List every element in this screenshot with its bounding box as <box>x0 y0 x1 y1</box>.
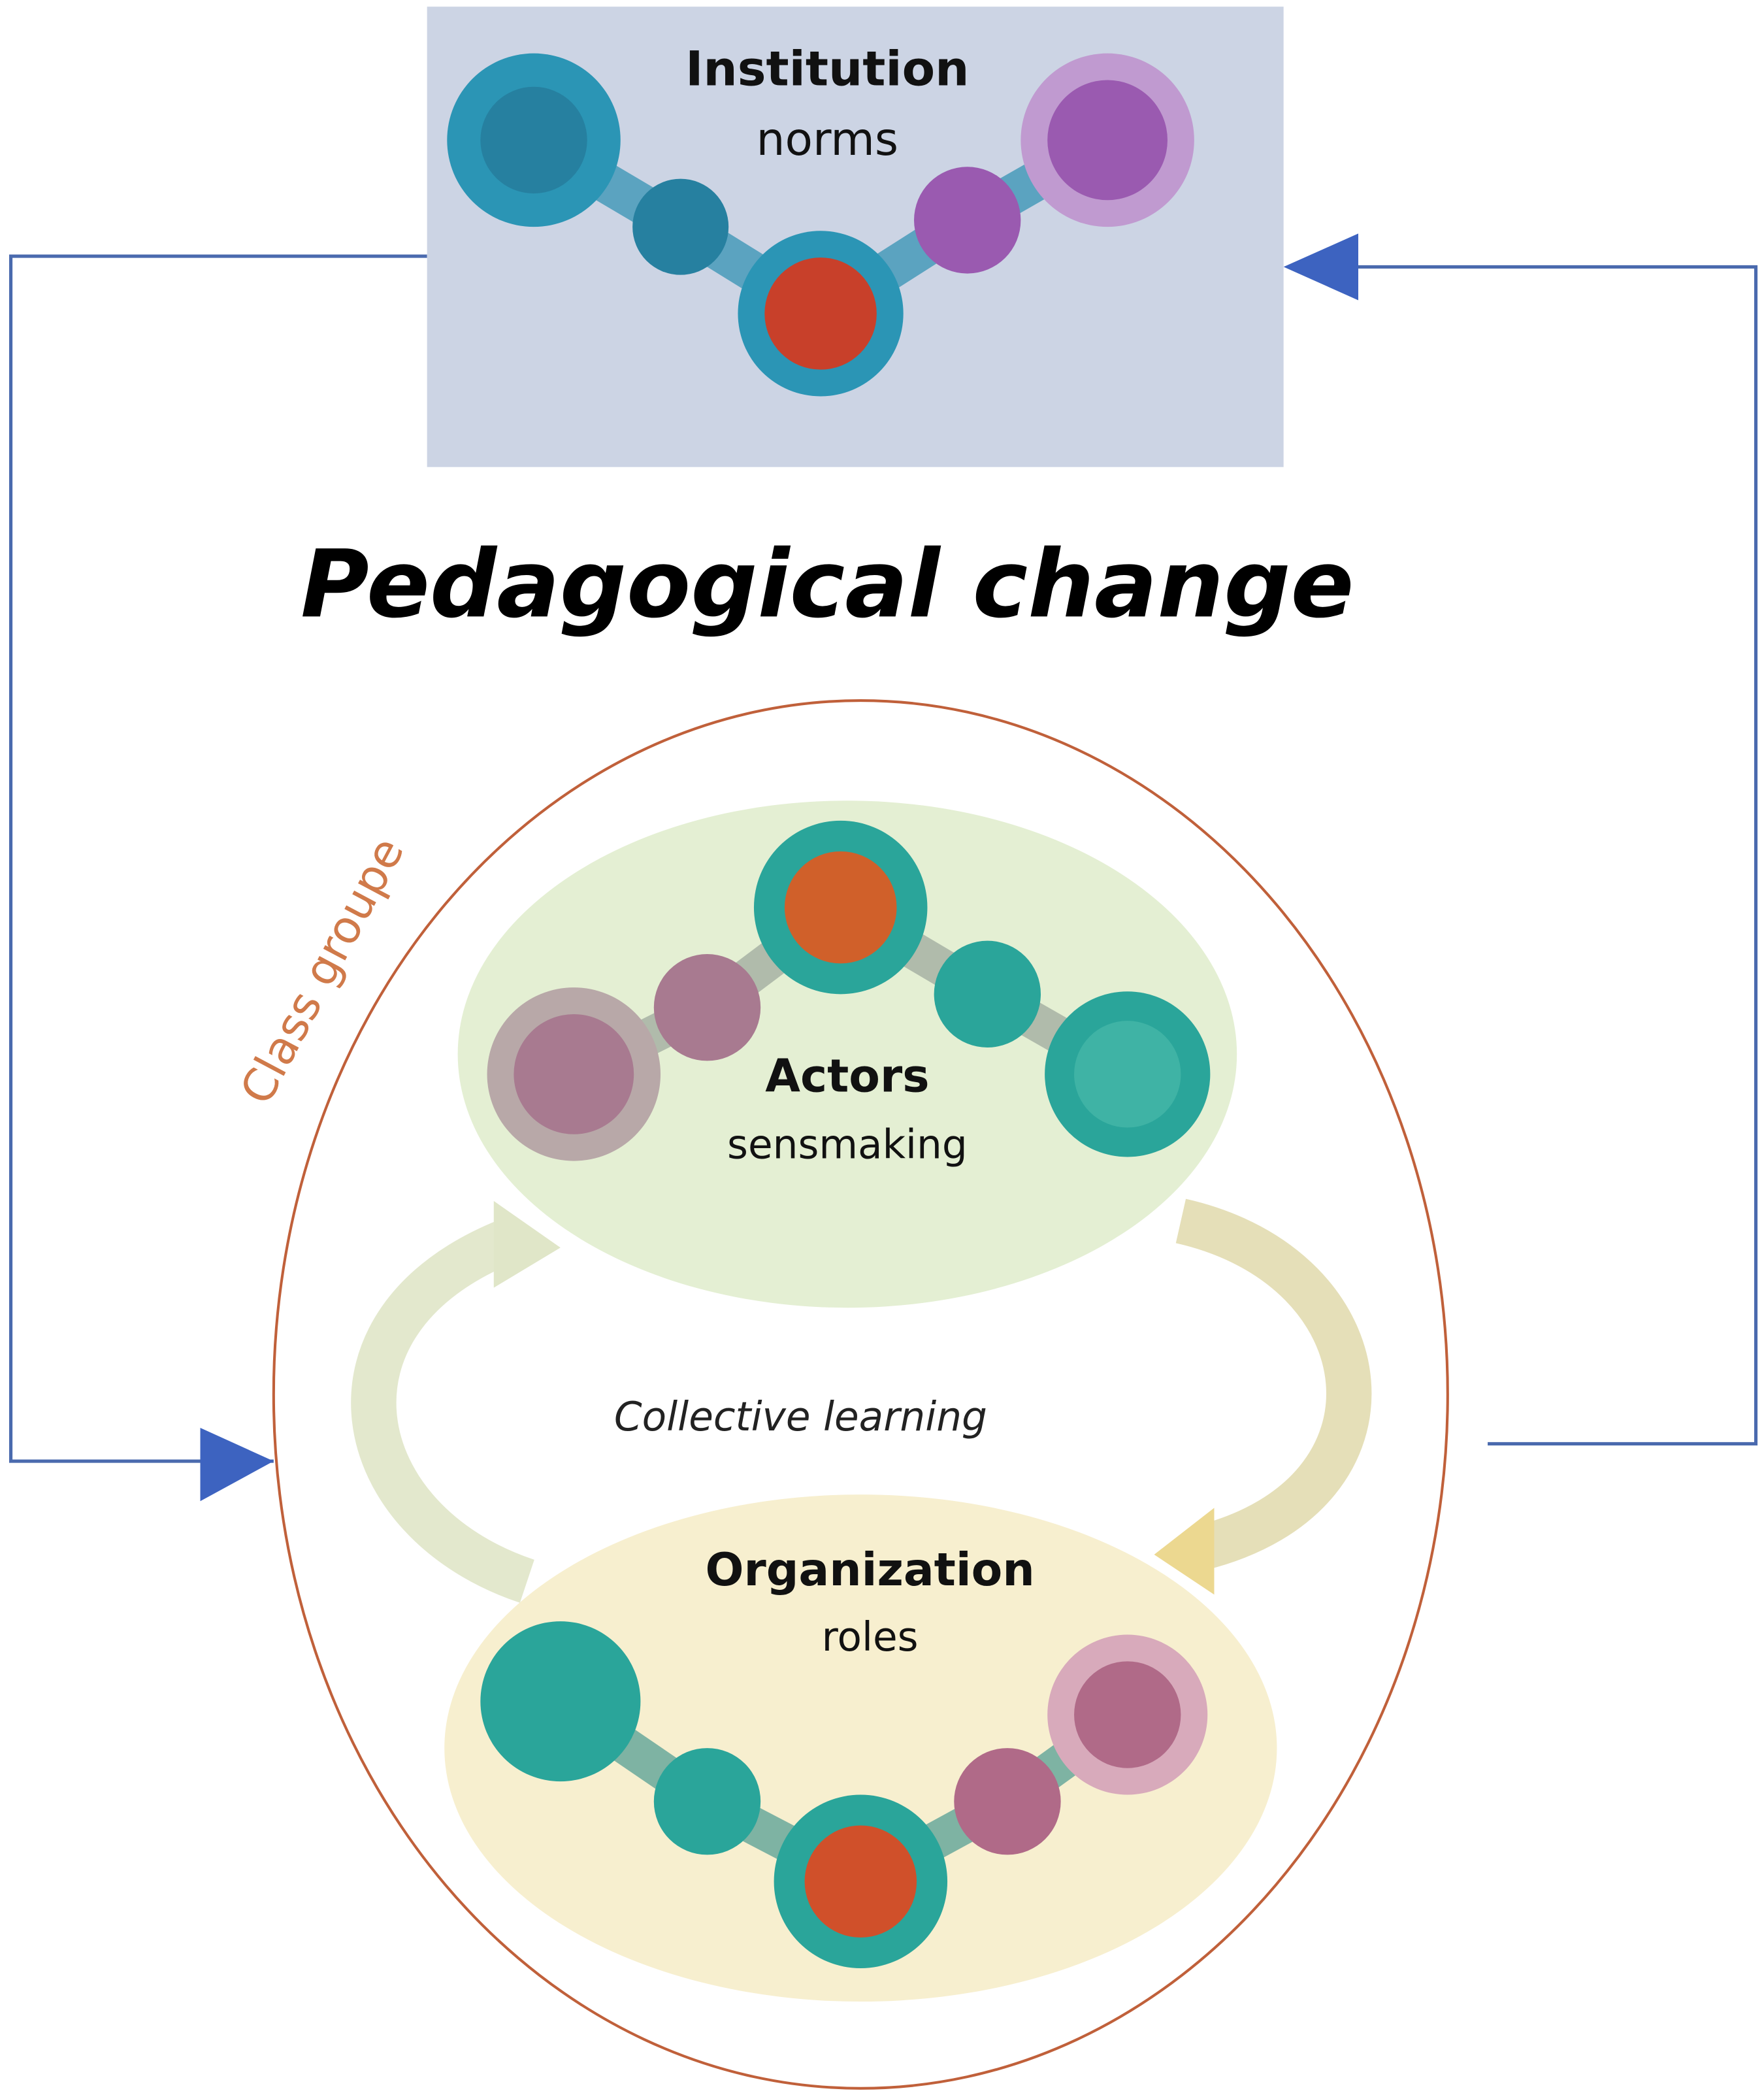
class-group-label: Class groupe <box>231 829 414 1113</box>
actors-node-icon <box>653 954 761 1061</box>
actors-node-icon <box>784 851 897 964</box>
actors-subtitle: sensmaking <box>727 1121 968 1168</box>
collective-learning-label: Collective learning <box>614 1394 987 1440</box>
institution-node-icon <box>914 167 1021 274</box>
feedback-arrow-left <box>8 254 427 1463</box>
cycle-arrow-right <box>1175 1198 1372 1570</box>
institution-panel: Institution norms <box>427 7 1284 467</box>
organization-panel: Organization roles <box>444 1494 1277 2002</box>
organization-node-icon <box>804 1825 917 1938</box>
main-title: Pedagogical change <box>301 529 1354 638</box>
organization-node-icon <box>480 1621 641 1782</box>
class-group-outline <box>272 699 1449 2090</box>
cycle-arrow-left <box>351 1219 534 1603</box>
institution-node-icon <box>764 257 877 370</box>
organization-node-icon <box>653 1748 761 1855</box>
actors-node-icon <box>934 940 1041 1048</box>
feedback-arrow-right <box>1358 265 1758 1446</box>
organization-node-icon <box>954 1748 1061 1855</box>
organization-title: Organization <box>705 1544 1034 1596</box>
organization-subtitle: roles <box>822 1614 919 1660</box>
institution-title: Institution <box>685 42 969 97</box>
actors-title: Actors <box>765 1050 929 1102</box>
arrowhead-right <box>1283 233 1359 301</box>
institution-subtitle: norms <box>757 114 899 166</box>
arrowhead-left <box>200 1427 274 1502</box>
institution-node-icon <box>632 178 729 275</box>
actors-panel: Actors sensmaking <box>457 800 1237 1308</box>
